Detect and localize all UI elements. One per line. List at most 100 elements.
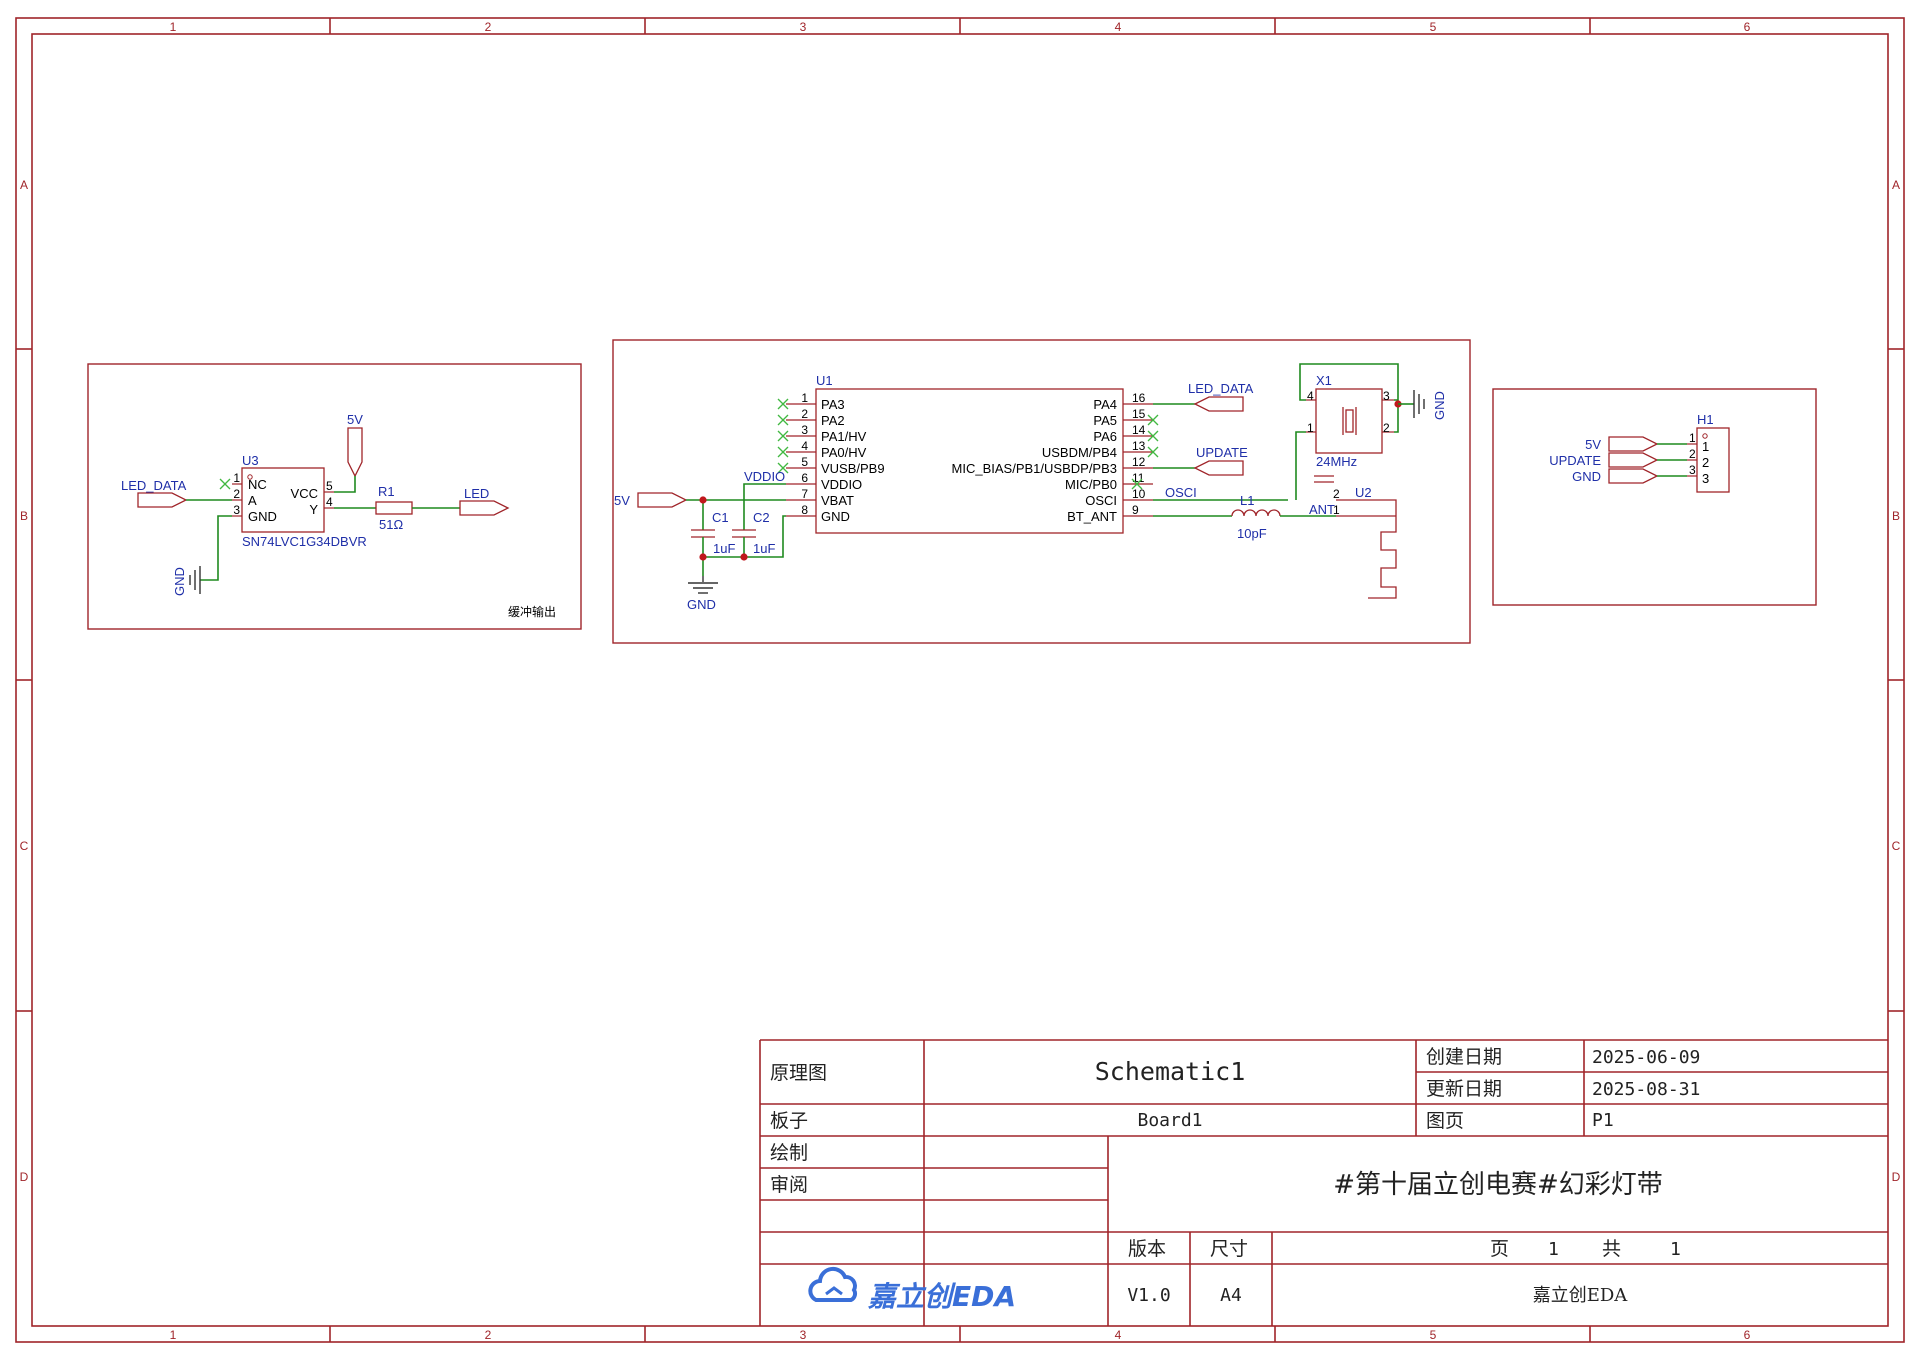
net-port-5v[interactable] — [1608, 436, 1659, 452]
grid-col-label: 4 — [1115, 1328, 1122, 1342]
block-buffer-output: U3 SN74LVC1G34DBVR 1 2 3 NC A GND 5 4 VC… — [87, 363, 582, 630]
svg-text:1: 1 — [1548, 1239, 1559, 1260]
net-label-osci: OSCI — [1165, 485, 1197, 500]
ground-symbol — [189, 566, 201, 594]
net-label: LED_DATA — [121, 478, 187, 493]
grid-row-label: A — [20, 178, 28, 192]
power-port-5v[interactable] — [347, 427, 363, 478]
svg-text:A: A — [248, 493, 257, 508]
svg-text:1: 1 — [801, 391, 808, 405]
ground-symbol — [688, 576, 718, 594]
svg-text:7: 7 — [801, 487, 808, 501]
svg-text:5: 5 — [801, 455, 808, 469]
net-port-5v[interactable] — [637, 492, 688, 508]
grid-row-label: B — [20, 509, 28, 523]
svg-text:15: 15 — [1132, 407, 1146, 421]
antenna-u2[interactable] — [1336, 499, 1397, 599]
svg-text:GND: GND — [1432, 391, 1447, 420]
grid-row-label: A — [1892, 178, 1900, 192]
svg-text:5V: 5V — [1585, 437, 1601, 452]
svg-text:PA4: PA4 — [1093, 397, 1117, 412]
svg-text:C2: C2 — [753, 510, 770, 525]
svg-text:PA1/HV: PA1/HV — [821, 429, 867, 444]
svg-text:审阅: 审阅 — [770, 1174, 808, 1196]
svg-text:图页: 图页 — [1426, 1110, 1464, 1132]
svg-text:共: 共 — [1602, 1238, 1621, 1260]
grid-col-label: 3 — [800, 1328, 807, 1342]
tb-label-type: 原理图 — [770, 1062, 827, 1084]
svg-text:LED_DATA: LED_DATA — [1188, 381, 1254, 396]
svg-text:3: 3 — [801, 423, 808, 437]
cloud-icon — [808, 1266, 858, 1302]
net-port-led-data[interactable] — [1193, 396, 1244, 412]
svg-text:1: 1 — [1333, 503, 1340, 517]
svg-text:24MHz: 24MHz — [1316, 454, 1357, 469]
crystal-x1[interactable] — [1315, 388, 1383, 454]
grid-row-label: C — [1892, 839, 1901, 853]
svg-text:2: 2 — [1702, 455, 1709, 470]
net-label-5v: 5V — [347, 412, 363, 427]
logo-text: 嘉立创EDA — [867, 1280, 1016, 1313]
net-port-led-data-in[interactable] — [137, 492, 188, 508]
svg-text:16: 16 — [1132, 391, 1146, 405]
capacitor-symbol — [1314, 475, 1334, 483]
svg-text:14: 14 — [1132, 423, 1146, 437]
svg-text:6: 6 — [801, 471, 808, 485]
svg-text:5: 5 — [326, 479, 333, 493]
jlc-eda-logo: 嘉立创EDA — [808, 1266, 1016, 1313]
svg-text:10: 10 — [1132, 487, 1146, 501]
svg-text:1: 1 — [1689, 431, 1696, 445]
svg-text:BT_ANT: BT_ANT — [1067, 509, 1117, 524]
inductor-l1[interactable] — [1231, 509, 1281, 517]
svg-text:GND: GND — [821, 509, 850, 524]
svg-text:尺寸: 尺寸 — [1210, 1238, 1248, 1260]
u1-body[interactable] — [815, 388, 1124, 534]
junction-dot — [699, 496, 707, 504]
svg-text:MIC_BIAS/PB1/USBDP/PB3: MIC_BIAS/PB1/USBDP/PB3 — [952, 461, 1117, 476]
svg-text:PA6: PA6 — [1093, 429, 1117, 444]
svg-text:4: 4 — [1307, 389, 1314, 403]
svg-text:2: 2 — [1333, 487, 1340, 501]
svg-text:1uF: 1uF — [713, 541, 735, 556]
svg-text:UPDATE: UPDATE — [1196, 445, 1248, 460]
svg-text:U2: U2 — [1355, 485, 1372, 500]
grid-row-label: C — [20, 839, 29, 853]
net-port-led-out[interactable] — [459, 500, 510, 516]
resistor-r1[interactable] — [375, 501, 413, 515]
block-caption: 缓冲输出 — [508, 604, 556, 619]
grid-col-label: 5 — [1430, 1328, 1437, 1342]
page-id: P1 — [1592, 1110, 1614, 1131]
svg-text:PA2: PA2 — [821, 413, 845, 428]
svg-text:2: 2 — [801, 407, 808, 421]
grid-row-label: D — [1892, 1170, 1901, 1184]
svg-text:PA5: PA5 — [1093, 413, 1117, 428]
block-mcu: U1 1 2 3 4 5 6 7 8 PA3 PA2 PA1/HV PA0/HV… — [612, 339, 1471, 644]
net-port-gnd[interactable] — [1608, 468, 1659, 484]
svg-text:L1: L1 — [1240, 493, 1254, 508]
grid-col-label: 2 — [485, 20, 492, 34]
svg-text:绘制: 绘制 — [770, 1142, 808, 1164]
svg-text:VDDIO: VDDIO — [821, 477, 862, 492]
svg-text:页: 页 — [1490, 1238, 1509, 1260]
u3-ref: U3 — [242, 453, 259, 468]
net-port-update[interactable] — [1608, 452, 1659, 468]
u1-right-pins: 16 15 14 13 12 11 10 9 PA4 PA5 PA6 USBDM… — [952, 391, 1159, 524]
u1-ref: U1 — [816, 373, 833, 388]
net-label-gnd: GND — [172, 567, 187, 596]
company-name: 嘉立创EDA — [1533, 1285, 1629, 1306]
net-label-vddio: VDDIO — [744, 469, 785, 484]
svg-text:创建日期: 创建日期 — [1426, 1046, 1502, 1068]
grid-col-label: 1 — [170, 20, 177, 34]
grid-col-label: 3 — [800, 20, 807, 34]
grid-row-label: D — [20, 1170, 29, 1184]
grid-row-label: B — [1892, 509, 1900, 523]
svg-text:版本: 版本 — [1128, 1238, 1166, 1260]
grid-col-label: 5 — [1430, 20, 1437, 34]
svg-text:3: 3 — [233, 503, 240, 517]
net-port-update[interactable] — [1193, 460, 1244, 476]
title-block: 原理图 Schematic1 创建日期 2025-06-09 更新日期 2025… — [759, 1039, 1888, 1326]
svg-text:C1: C1 — [712, 510, 729, 525]
svg-text:MIC/PB0: MIC/PB0 — [1065, 477, 1117, 492]
svg-text:8: 8 — [801, 503, 808, 517]
